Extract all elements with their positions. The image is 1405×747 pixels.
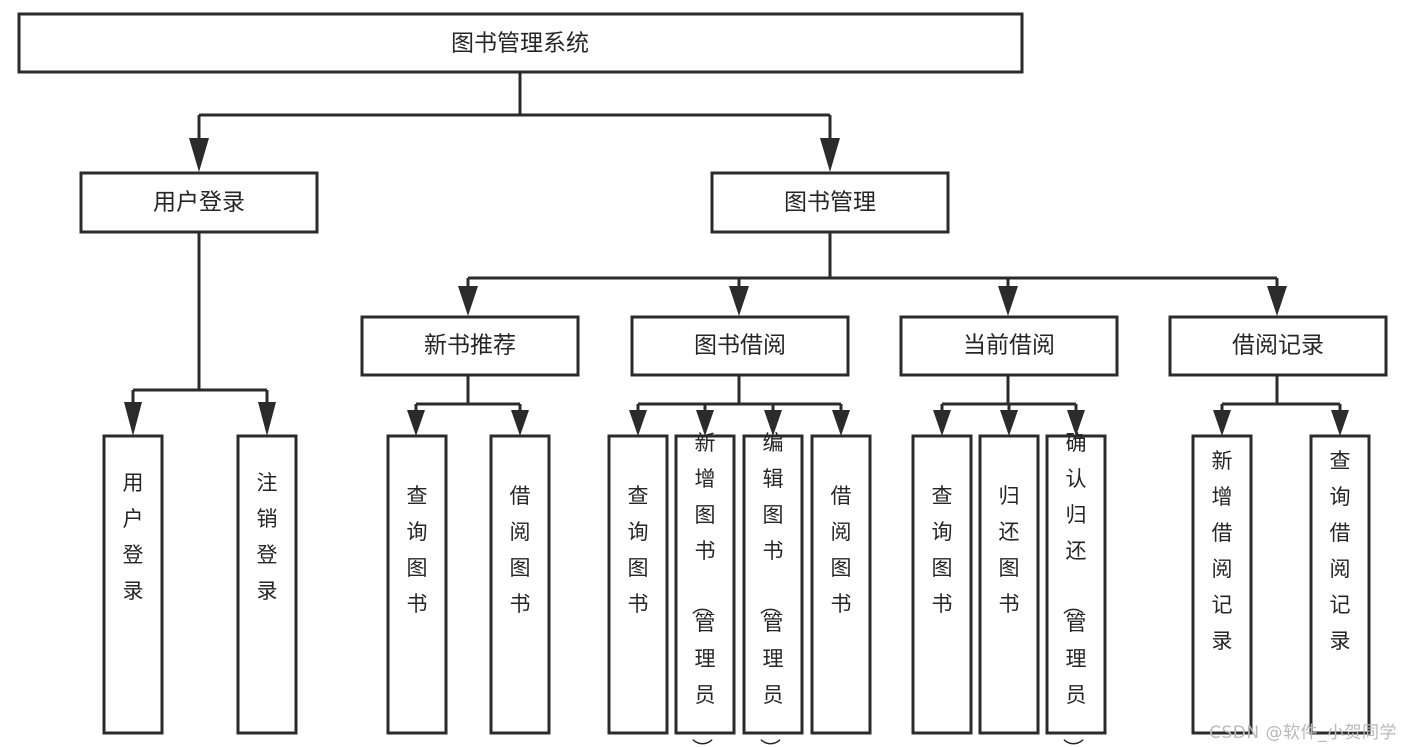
node-leaf-user-login-box[interactable] [102,434,164,735]
arrow-head-book-borrow [729,286,749,316]
node-leaf-query-book-c-box[interactable] [911,434,973,735]
node-book-mgmt[interactable]: 图书管理 [710,171,950,234]
node-leaf-add-book-box[interactable] [674,434,736,735]
node-leaf-add-record[interactable] [1191,434,1253,735]
arrow-head-leaf-confirm-return [1067,410,1085,436]
node-leaf-edit-book-label: 编辑图书（管理员） [758,431,784,747]
node-leaf-user-login[interactable] [102,434,164,735]
node-leaf-confirm-return-box[interactable] [1045,434,1107,735]
node-book-borrow-label: 图书借阅 [694,333,786,359]
connector-group-root [189,72,840,172]
node-leaf-query-record[interactable] [1309,434,1371,735]
node-book-mgmt-label: 图书管理 [784,190,876,216]
node-leaf-borrow-book-b-label: 借阅图书 [831,484,852,616]
node-leaf-borrow-book-a-label: 借阅图书 [510,484,531,616]
node-leaf-query-book-a-label: 查询图书 [407,484,428,616]
node-leaf-logout[interactable] [236,434,298,735]
node-leaf-query-record-box[interactable] [1309,434,1371,735]
node-leaf-return-book-label: 归还图书 [999,484,1020,616]
node-leaf-query-book-b-box[interactable] [607,434,669,735]
node-leaf-confirm-return-label: 确认归还（管理员） [1061,431,1087,747]
arrow-head-leaf-edit-book [764,410,782,436]
node-new-book-rec-label: 新书推荐 [424,333,516,359]
node-user-login-label: 用户登录 [153,190,245,216]
node-leaf-borrow-book-b-box[interactable] [810,434,872,735]
arrow-head-borrow-record [1267,286,1287,316]
arrow-head-leaf-borrow-book-b [832,410,850,436]
arrow-head-leaf-query-book-b [629,410,647,436]
arrow-head-leaf-user-login [124,402,142,436]
node-book-mgmt-box[interactable] [710,171,950,234]
node-leaf-query-book-c[interactable] [911,434,973,735]
vertical-label-layer: 用户登录 注销登录 查询图书 借阅图书 查询图书 新增图书（管理员） 编辑图书（管理员） 借阅… [123,431,1351,747]
node-borrow-record[interactable]: 借阅记录 [1168,315,1388,377]
arrow-head-leaf-borrow-book-a [511,410,529,436]
node-leaf-logout-box[interactable] [236,434,298,735]
arrow-head-leaf-add-book [696,410,714,436]
node-borrow-record-label: 借阅记录 [1232,333,1324,359]
node-leaf-query-book-c-label: 查询图书 [932,484,953,616]
node-leaf-query-record-label: 查询借阅记录 [1330,449,1351,653]
arrow-head-leaf-query-record [1331,410,1349,436]
node-new-book-rec-box[interactable] [360,315,580,377]
node-leaf-query-book-a[interactable] [386,434,448,735]
node-leaf-add-record-label: 新增借阅记录 [1212,449,1233,653]
arrow-head-current-borrow [998,286,1018,316]
connector-group-user-login [124,232,276,436]
node-leaf-add-book-label: 新增图书（管理员） [690,431,716,747]
node-leaf-edit-book[interactable] [742,434,804,735]
node-leaf-add-book[interactable] [674,434,736,735]
node-leaf-add-record-box[interactable] [1191,434,1253,735]
connector-group-current-borrow [933,375,1085,436]
node-leaf-borrow-book-a[interactable] [489,434,551,735]
connector-group-new-book-rec [407,375,529,436]
arrow-head-leaf-query-book-c [933,410,951,436]
node-borrow-record-box[interactable] [1168,315,1388,377]
node-leaf-logout-label: 注销登录 [257,471,278,603]
node-new-book-rec[interactable]: 新书推荐 [360,315,580,377]
connector-group-borrow-record [1213,375,1349,436]
node-root-title-box[interactable] [17,12,1024,74]
node-user-login-box[interactable] [79,171,319,234]
arrow-head-leaf-query-book-a [407,410,425,436]
arrow-head-book-mgmt [820,138,840,172]
node-book-borrow-box[interactable] [630,315,850,377]
node-user-login[interactable]: 用户登录 [79,171,319,234]
node-root-title-label: 图书管理系统 [451,31,589,57]
csdn-watermark: CSDN @软件_小贺同学 [1209,723,1397,743]
node-root-title[interactable]: 图书管理系统 [17,12,1024,74]
node-book-borrow[interactable]: 图书借阅 [630,315,850,377]
arrow-head-leaf-return-book [1000,410,1018,436]
node-leaf-user-login-label: 用户登录 [123,471,144,603]
arrow-head-user-login [189,138,209,172]
node-current-borrow[interactable]: 当前借阅 [899,315,1119,377]
connector-group-book-borrow [629,375,850,436]
node-leaf-borrow-book-a-box[interactable] [489,434,551,735]
node-current-borrow-label: 当前借阅 [963,333,1055,359]
node-leaf-query-book-b-label: 查询图书 [628,484,649,616]
node-leaf-return-book-box[interactable] [978,434,1040,735]
arrow-head-leaf-add-record [1213,410,1231,436]
arrow-head-new-book-rec [458,286,478,316]
arrow-head-leaf-logout [258,402,276,436]
connector-group-book-mgmt [458,232,1287,316]
node-leaf-query-book-b[interactable] [607,434,669,735]
node-leaf-borrow-book-b[interactable] [810,434,872,735]
node-leaf-confirm-return[interactable] [1045,434,1107,735]
node-current-borrow-box[interactable] [899,315,1119,377]
node-leaf-query-book-a-box[interactable] [386,434,448,735]
node-leaf-edit-book-box[interactable] [742,434,804,735]
node-leaf-return-book[interactable] [978,434,1040,735]
